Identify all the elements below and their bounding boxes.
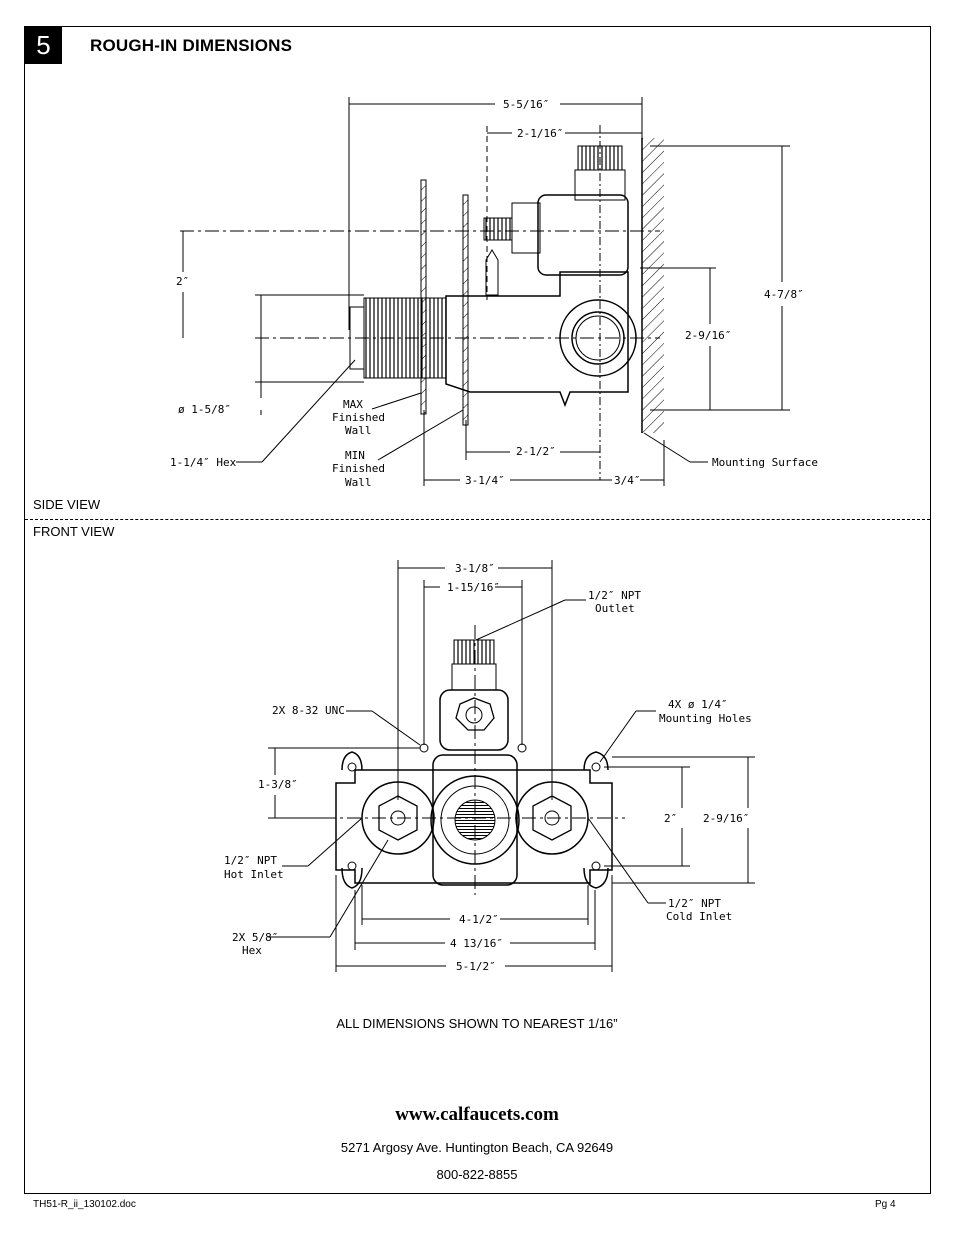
hex-label-line1: 2X 5/8″ xyxy=(232,931,278,944)
page-frame xyxy=(24,26,931,1194)
side-dim-hex: 1-1/4″ Hex xyxy=(170,456,237,469)
wall-hatch xyxy=(642,138,664,433)
phone-number: 800-822-8855 xyxy=(436,1167,518,1182)
front-view-drawing xyxy=(268,560,755,972)
side-dim-3-1-4: 3-1/4″ xyxy=(465,474,505,487)
side-dim-3-4: 3/4″ xyxy=(614,474,641,487)
front-dim-4-1-2: 4-1/2″ xyxy=(459,913,499,926)
dimension-note: ALL DIMENSIONS SHOWN TO NEAREST 1/16” xyxy=(336,1016,618,1031)
min-wall-line2: Finished xyxy=(332,462,385,475)
side-dim-2-9-16: 2-9/16″ xyxy=(685,329,731,342)
address: 5271 Argosy Ave. Huntington Beach, CA 92… xyxy=(340,1140,614,1155)
front-dim-5-1-2: 5-1/2″ xyxy=(456,960,496,973)
side-dim-2-1-2: 2-1/2″ xyxy=(516,445,556,458)
front-dim-1-15-16: 1-15/16″ xyxy=(447,581,500,594)
front-dim-2-9-16: 2-9/16″ xyxy=(703,812,749,825)
max-wall-line2: Finished xyxy=(332,411,385,424)
side-view-label: SIDE VIEW xyxy=(33,497,101,512)
front-dim-1-3-8: 1-3/8″ xyxy=(258,778,298,791)
side-view-drawing xyxy=(180,97,790,486)
max-wall-line3: Wall xyxy=(345,424,372,437)
outlet-label-line1: 1/2″ NPT xyxy=(588,589,641,602)
min-wall-line1: MIN xyxy=(345,449,365,462)
front-dim-3-1-8: 3-1/8″ xyxy=(455,562,495,575)
cold-inlet-line1: 1/2″ NPT xyxy=(668,897,721,910)
side-dim-2-1-16: 2-1/16″ xyxy=(517,127,563,140)
min-wall-line3: Wall xyxy=(345,476,372,489)
front-view-label: FRONT VIEW xyxy=(33,524,115,539)
hot-inlet-line1: 1/2″ NPT xyxy=(224,854,277,867)
cold-inlet-line2: Cold Inlet xyxy=(666,910,732,923)
step-number: 5 xyxy=(25,27,62,64)
side-dim-5-5-16: 5-5/16″ xyxy=(503,98,549,111)
side-dim-4-7-8: 4-7/8″ xyxy=(764,288,804,301)
page-number: Pg 4 xyxy=(875,1199,896,1210)
outlet-label-line2: Outlet xyxy=(595,602,635,615)
unc-label: 2X 8-32 UNC xyxy=(272,704,345,717)
side-dim-diameter: ø 1-5/8″ xyxy=(178,403,231,416)
hot-inlet-line2: Hot Inlet xyxy=(224,868,284,881)
document-filename: TH51-R_ii_130102.doc xyxy=(33,1199,136,1210)
mounting-surface-label: Mounting Surface xyxy=(712,456,818,469)
view-divider xyxy=(25,519,930,520)
section-title: ROUGH-IN DIMENSIONS xyxy=(90,36,293,55)
front-dim-4-13-16: 4 13/16″ xyxy=(450,937,503,950)
website-link[interactable]: www.calfaucets.com xyxy=(395,1104,559,1125)
front-dim-2: 2″ xyxy=(664,812,677,825)
holes-label-line2: Mounting Holes xyxy=(659,712,752,725)
side-dim-2: 2″ xyxy=(176,275,189,288)
hex-label-line2: Hex xyxy=(242,944,262,957)
max-wall-line1: MAX xyxy=(343,398,363,411)
holes-label-line1: 4X ø 1/4″ xyxy=(668,698,728,711)
